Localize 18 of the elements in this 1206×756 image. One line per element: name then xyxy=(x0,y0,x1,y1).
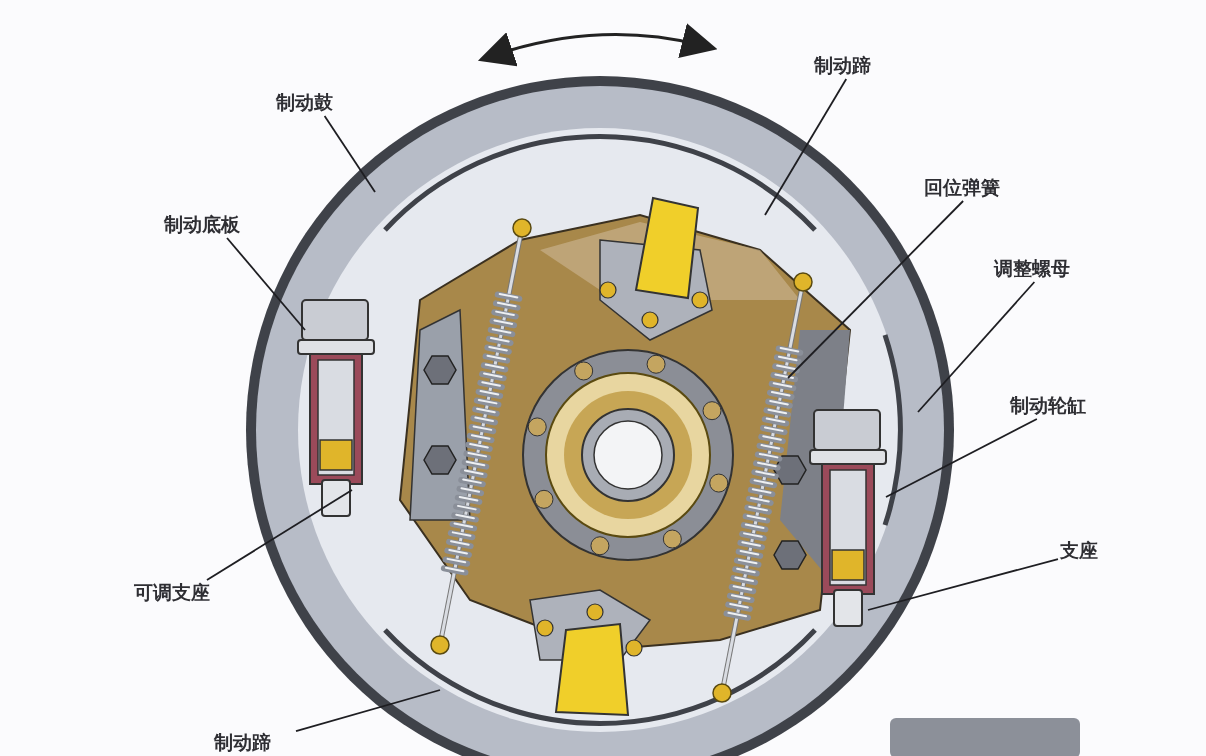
leader-line xyxy=(867,558,1059,611)
leader-line xyxy=(885,418,1038,498)
leader-line xyxy=(323,115,376,193)
leader-line xyxy=(917,281,1036,413)
part-label: 制动鼓 xyxy=(274,90,358,114)
leader-line xyxy=(787,200,965,379)
part-label: 制动蹄 xyxy=(212,730,296,754)
part-label: 可调支座 xyxy=(132,580,240,604)
part-label: 制动底板 xyxy=(162,212,270,236)
part-label: 回位弹簧 xyxy=(922,175,1030,199)
leader-line xyxy=(206,489,353,581)
part-label: 调整螺母 xyxy=(992,256,1100,280)
part-label: 制动轮缸 xyxy=(1008,393,1116,417)
leader-line xyxy=(295,689,441,732)
part-label: 制动蹄 xyxy=(812,53,896,77)
part-label: 支座 xyxy=(1058,538,1118,562)
leader-line xyxy=(226,237,306,331)
leader-line xyxy=(764,78,848,216)
